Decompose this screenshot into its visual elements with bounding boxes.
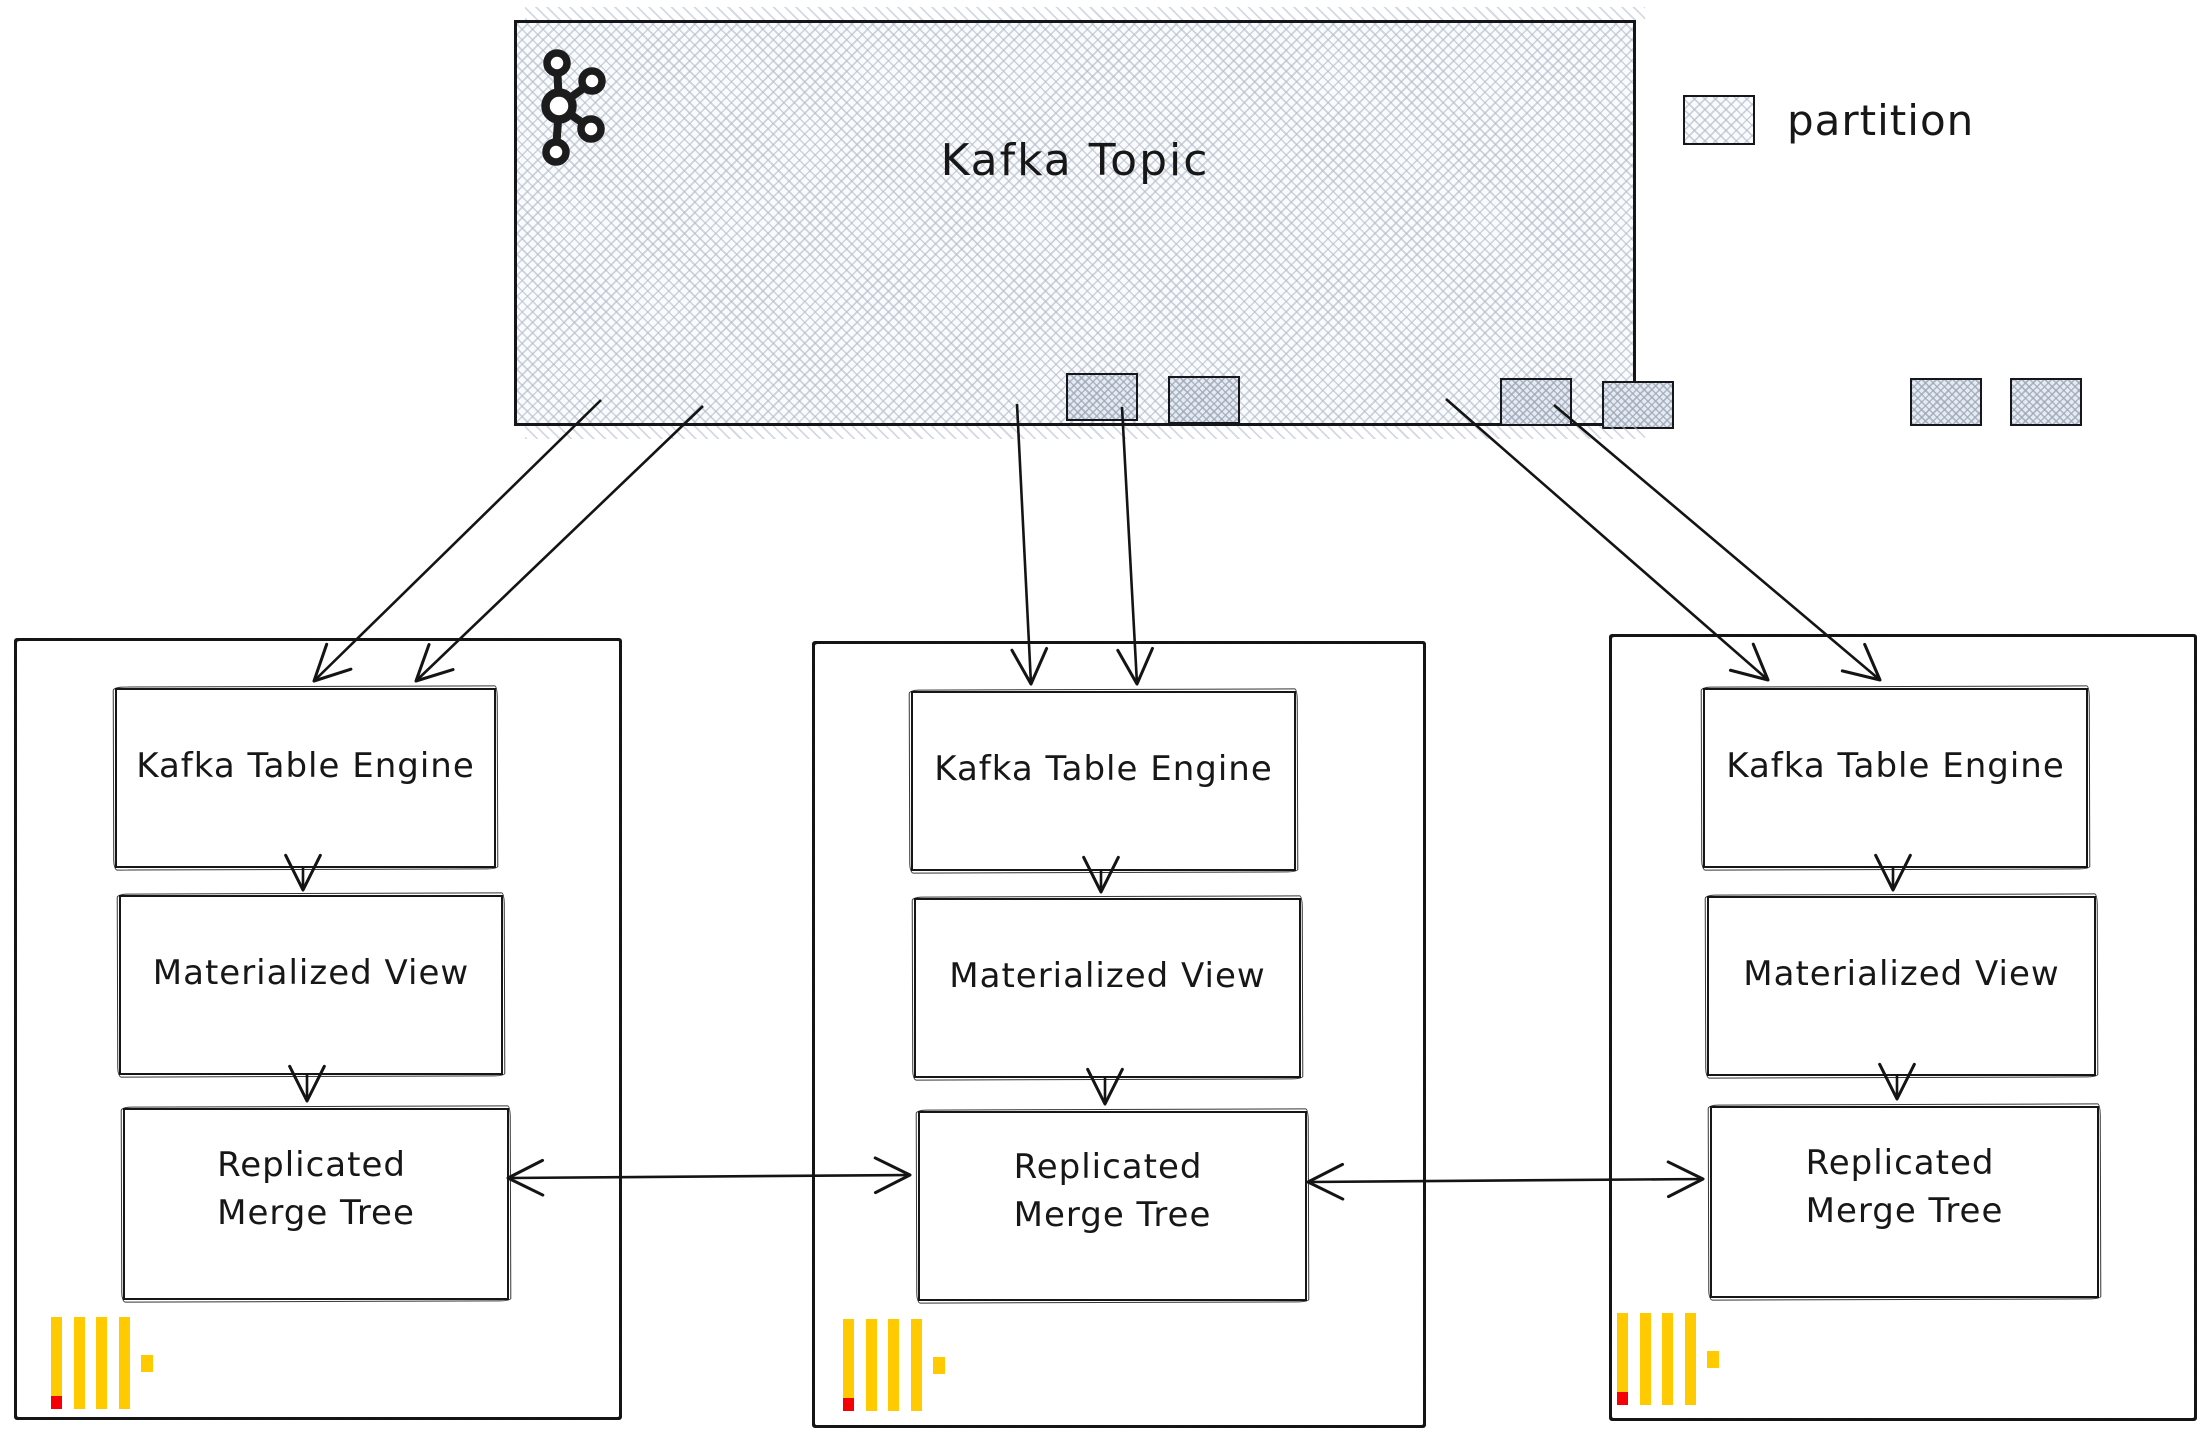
clickhouse-logo-icon bbox=[1617, 1313, 1721, 1405]
legend-partition-label: partition bbox=[1787, 96, 1975, 145]
partition-box bbox=[2010, 378, 2082, 426]
logo-red-accent bbox=[1617, 1392, 1628, 1405]
kafka-topic-title: Kafka Topic bbox=[940, 135, 1210, 186]
materialized-view-label: Materialized View bbox=[1743, 954, 2060, 994]
materialized-view-box: Materialized View bbox=[1707, 896, 2096, 1076]
logo-bar bbox=[933, 1357, 945, 1374]
clickhouse-node-2: Kafka Table Engine Materialized View Rep… bbox=[812, 641, 1426, 1428]
partition-box bbox=[1066, 373, 1138, 421]
materialized-view-box: Materialized View bbox=[119, 895, 503, 1075]
kafka-table-engine-box: Kafka Table Engine bbox=[911, 691, 1296, 871]
kafka-table-engine-box: Kafka Table Engine bbox=[1703, 688, 2088, 868]
clickhouse-logo-icon bbox=[51, 1317, 155, 1409]
logo-bar bbox=[118, 1317, 130, 1409]
logo-bar bbox=[843, 1319, 854, 1411]
logo-bar bbox=[73, 1317, 85, 1409]
logo-bar bbox=[1707, 1351, 1719, 1368]
kafka-table-engine-box: Kafka Table Engine bbox=[115, 688, 496, 868]
kafka-logo-icon bbox=[541, 49, 606, 166]
materialized-view-box: Materialized View bbox=[914, 898, 1301, 1078]
logo-bar bbox=[910, 1319, 922, 1411]
clickhouse-logo-icon bbox=[843, 1319, 947, 1411]
logo-bar bbox=[888, 1319, 899, 1411]
clickhouse-node-3: Kafka Table Engine Materialized View Rep… bbox=[1609, 634, 2197, 1421]
logo-bar bbox=[1662, 1313, 1673, 1405]
replicated-merge-tree-line1: Replicated bbox=[217, 1144, 406, 1185]
logo-bar bbox=[51, 1317, 62, 1409]
kafka-table-engine-label: Kafka Table Engine bbox=[934, 749, 1273, 789]
materialized-view-label: Materialized View bbox=[949, 956, 1266, 996]
logo-bar bbox=[1684, 1313, 1696, 1405]
partition-box bbox=[1910, 378, 1982, 426]
kafka-table-engine-label: Kafka Table Engine bbox=[1726, 746, 2065, 786]
logo-bar bbox=[96, 1317, 107, 1409]
replicated-merge-tree-line2: Merge Tree bbox=[1805, 1191, 2004, 1231]
replicated-merge-tree-line2: Merge Tree bbox=[217, 1193, 415, 1233]
partition-box bbox=[1602, 381, 1674, 429]
legend-partition-swatch bbox=[1683, 95, 1755, 145]
replicated-merge-tree-line1: Replicated bbox=[1013, 1146, 1203, 1187]
logo-bar bbox=[865, 1319, 877, 1411]
kafka-table-engine-label: Kafka Table Engine bbox=[136, 746, 475, 786]
logo-red-accent bbox=[843, 1398, 854, 1411]
logo-bar bbox=[1617, 1313, 1628, 1405]
replicated-merge-tree-line2: Merge Tree bbox=[1013, 1195, 1212, 1235]
logo-red-accent bbox=[51, 1396, 62, 1409]
clickhouse-node-1: Kafka Table Engine Materialized View Rep… bbox=[14, 638, 622, 1420]
replicated-merge-tree-line1: Replicated bbox=[1805, 1142, 1995, 1183]
partition-box bbox=[1168, 376, 1240, 424]
materialized-view-label: Materialized View bbox=[152, 953, 470, 993]
partition-box bbox=[1500, 378, 1572, 426]
logo-bar bbox=[141, 1355, 153, 1372]
kafka-topic-box: Kafka Topic bbox=[514, 7, 2082, 439]
logo-bar bbox=[1639, 1313, 1651, 1405]
